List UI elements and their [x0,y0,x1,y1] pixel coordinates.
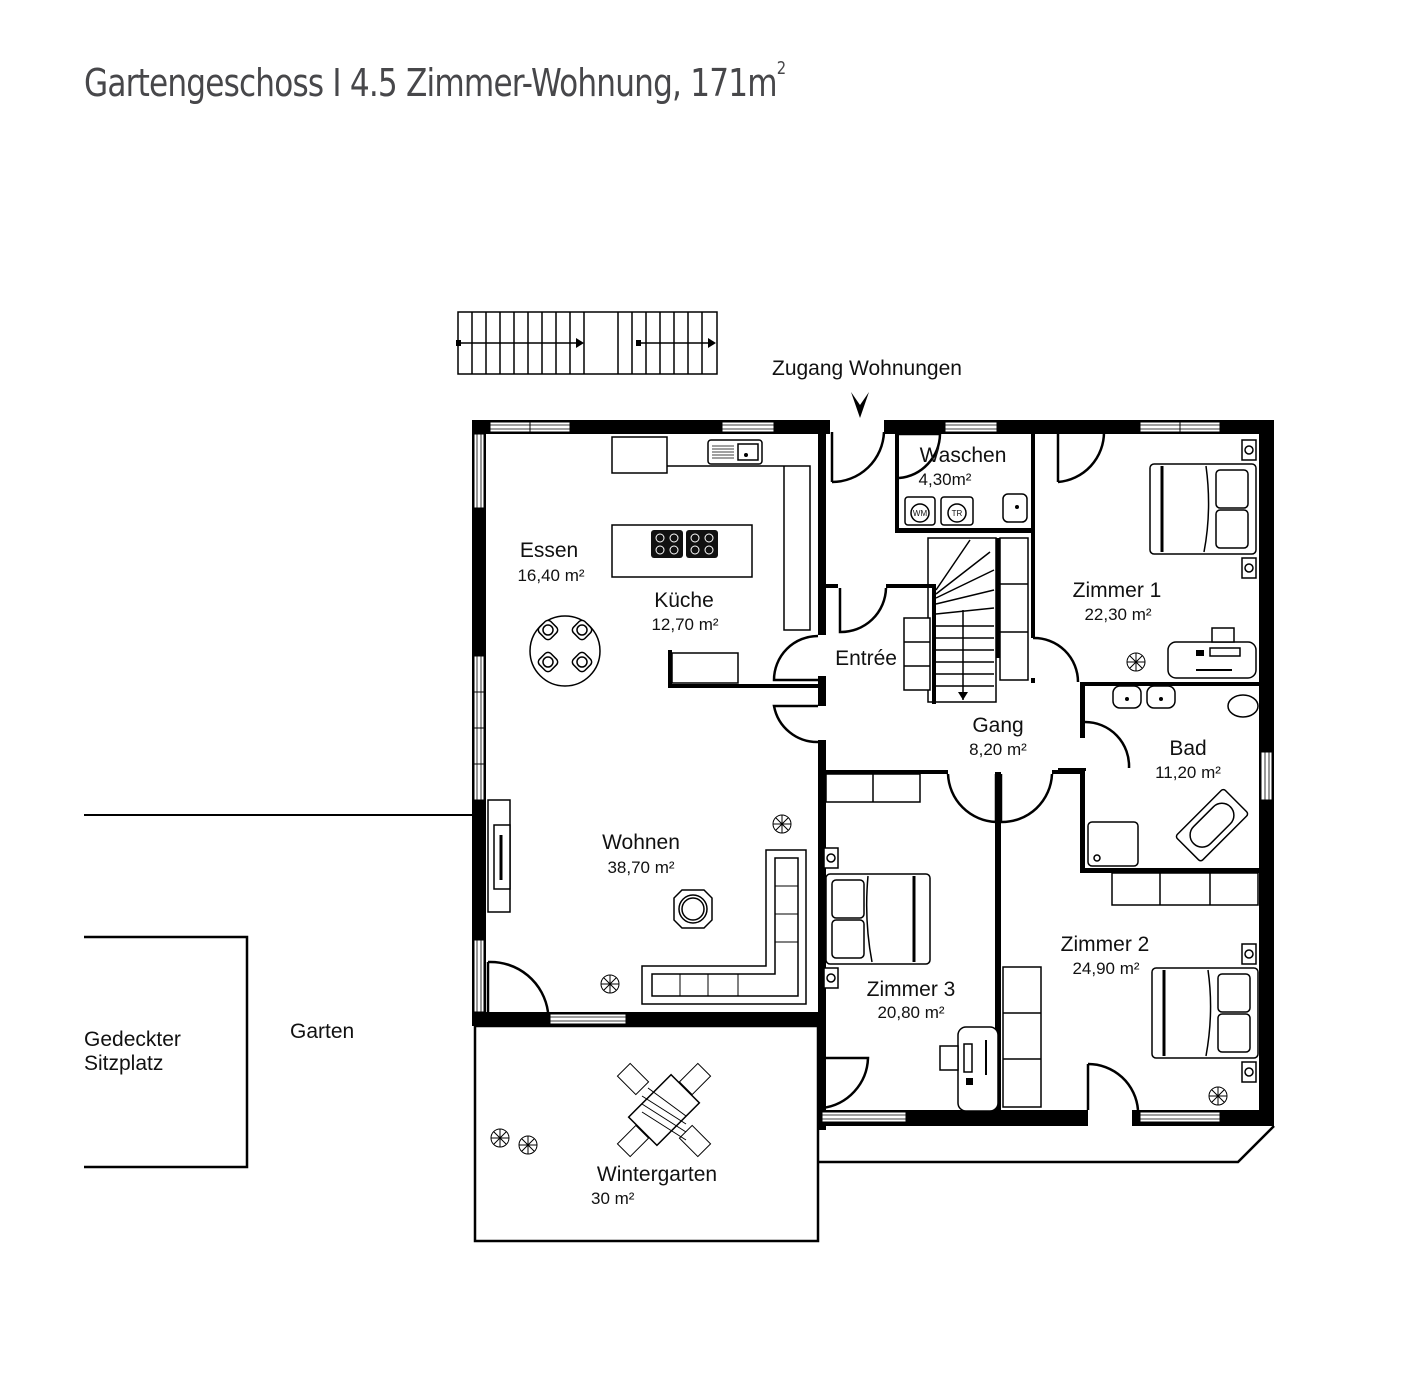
room-name-zimmer3: Zimmer 3 [867,978,956,1001]
room-area-zimmer1: 22,30 m² [1084,605,1151,624]
room-area-zimmer3: 20,80 m² [877,1003,944,1022]
title-superscript: 2 [776,58,786,79]
room-name-gang: Gang [972,714,1023,737]
room-labels: Essen 16,40 m² Küche 12,70 m² Waschen 4,… [84,444,1221,1208]
svg-text:TR: TR [952,509,963,518]
covered-seating-label-line1: Gedeckter [84,1028,181,1051]
coffee-table-icon [673,889,713,929]
room-area-gang: 8,20 m² [969,740,1027,759]
bed-icon [1149,439,1257,579]
bed-icon [823,847,931,989]
bed-icon [1151,943,1259,1083]
room-name-essen: Essen [520,539,578,562]
sofa-l-shape [641,849,807,1005]
plant-icon [490,652,1228,1155]
room-area-essen: 16,40 m² [517,566,584,585]
bathroom-fixtures [1087,685,1259,867]
room-name-kueche: Küche [654,589,714,612]
covered-seating-label-line2: Sitzplatz [84,1052,163,1075]
kitchen-counter [611,436,811,631]
terrace-outline [818,1125,1275,1164]
entrance-label: Zugang Wohnungen [772,357,962,380]
page-title: Gartengeschoss I 4.5 Zimmer-Wohnung, 171… [84,58,786,105]
room-name-wintergarten: Wintergarten [597,1163,717,1186]
garden-boundary [84,814,472,1169]
dining-table-icon [529,615,601,687]
kitchen-island [611,524,753,578]
desk-icon [1167,627,1257,679]
room-area-kueche: 12,70 m² [651,615,718,634]
room-name-wohnen: Wohnen [602,831,680,854]
washing-machine-icon: WM [904,496,936,526]
room-name-zimmer1: Zimmer 1 [1073,579,1162,602]
desk-icon [939,1026,999,1112]
cupboards [825,537,1259,1108]
kitchen-sideboard [671,652,739,684]
room-name-entree: Entrée [835,647,897,670]
tv-cabinet [487,799,511,913]
washbasin-icon [1002,493,1028,523]
tumble-dryer-icon: TR [940,496,974,526]
room-area-wohnen: 38,70 m² [607,858,674,877]
doors [486,431,1140,1111]
windows [473,421,1273,1123]
title-text: Gartengeschoss I 4.5 Zimmer-Wohnung, 171… [84,61,778,105]
garden-label: Garten [290,1020,354,1043]
room-area-waschen: 4,30m² [919,470,972,489]
room-name-waschen: Waschen [920,444,1007,467]
room-name-bad: Bad [1169,737,1206,760]
room-area-wintergarten: 30 m² [591,1189,635,1208]
room-area-zimmer2: 24,90 m² [1072,959,1139,978]
interior-staircase [927,537,997,703]
room-name-zimmer2: Zimmer 2 [1061,933,1150,956]
svg-text:WM: WM [913,509,928,518]
exterior-staircase [456,311,718,375]
wintergarten-outline [473,1024,820,1243]
entrance-arrow-icon [851,392,869,418]
room-area-bad: 11,20 m² [1155,763,1221,782]
garden-table-icon [616,1062,712,1158]
